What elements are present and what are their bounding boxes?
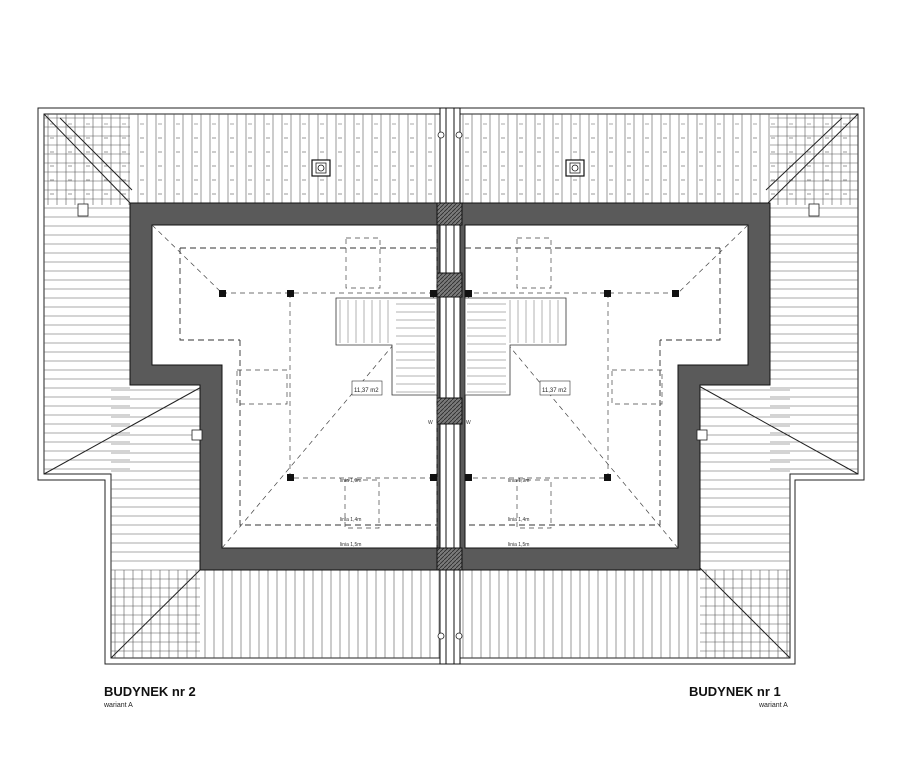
wall-mark-right: W	[466, 420, 471, 426]
building-1-title: BUDYNEK nr 1	[689, 684, 781, 699]
height-line-labels: linia 1,9m linia 1,4m linia 1,5m linia 1…	[340, 420, 529, 548]
wall-mark-left: W	[428, 420, 433, 426]
roof-posts	[219, 290, 679, 481]
room-area-left: 11,37 m2	[354, 388, 379, 394]
skylights	[236, 237, 663, 529]
roof-hips	[43, 113, 859, 659]
height-label-right-1: linia 1,9m	[508, 478, 529, 484]
staircase-right	[464, 297, 567, 396]
roof-tiling-right	[462, 114, 858, 658]
height-label-left-1: linia 1,9m	[340, 478, 361, 484]
height-label-right-3: linia 1,5m	[508, 542, 529, 548]
roof-tiling-left	[44, 114, 440, 658]
room-area-right: 11,37 m2	[542, 388, 567, 394]
height-lines	[151, 224, 749, 549]
building-2-variant: wariant A	[104, 702, 133, 709]
height-label-left-3: linia 1,5m	[340, 542, 361, 548]
party-wall	[436, 107, 463, 665]
building-1-variant: wariant A	[759, 702, 788, 709]
roof-vents	[77, 131, 820, 640]
height-label-right-2: linia 1,4m	[508, 517, 529, 523]
chimney-left	[311, 159, 331, 177]
room-labels: 11,37 m2 11,37 m2	[351, 380, 571, 396]
staircase-left	[335, 297, 438, 396]
building-2-title: BUDYNEK nr 2	[104, 684, 196, 699]
chimney-right	[565, 159, 585, 177]
height-label-left-2: linia 1,4m	[340, 517, 361, 523]
